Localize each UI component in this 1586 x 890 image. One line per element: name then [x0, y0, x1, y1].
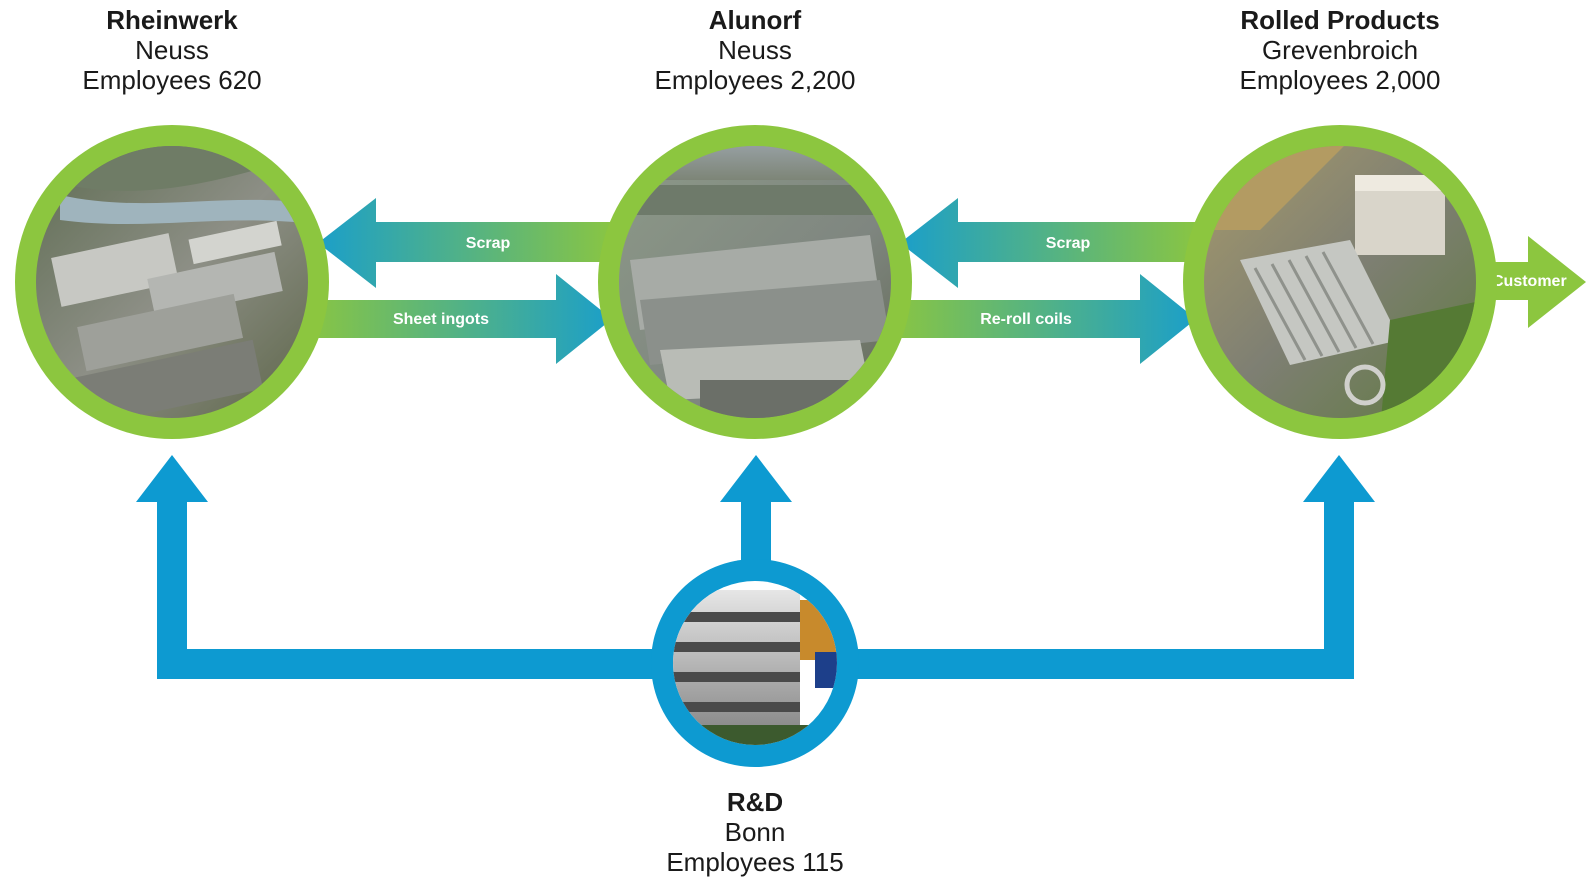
site-name: Alunorf: [708, 5, 802, 35]
site-employees: Employees 115: [666, 847, 844, 877]
site-city: Bonn: [724, 817, 786, 847]
reroll-coils-label: Re-roll coils: [980, 311, 1072, 328]
site-employees: Employees 2,200: [654, 65, 856, 95]
customer-arrow: Customer: [1480, 236, 1586, 328]
sheet-ingots-label: Sheet ingots: [393, 311, 489, 328]
rheinwerk-label: Rheinwerk Neuss Employees 620: [62, 5, 282, 95]
site-city: Neuss: [718, 35, 792, 65]
scrap-label-1: Scrap: [466, 235, 511, 252]
site-city: Grevenbroich: [1261, 35, 1419, 65]
site-employees: Employees 2,000: [1239, 65, 1441, 95]
site-city: Neuss: [135, 35, 209, 65]
rheinwerk-node: [15, 125, 329, 439]
site-name: Rheinwerk: [106, 5, 238, 35]
office-building-photo-icon: [673, 581, 837, 745]
scrap-arrow-1: Scrap: [318, 198, 620, 288]
rnd-label: R&D Bonn Employees 115: [645, 787, 865, 877]
aerial-plant-photo-icon: [1204, 146, 1476, 418]
sheet-ingots-arrow: Sheet ingots: [300, 274, 612, 364]
site-employees: Employees 620: [82, 65, 262, 95]
site-name: R&D: [726, 787, 784, 817]
alunorf-node: [598, 125, 912, 439]
rnd-node: [651, 559, 859, 767]
scrap-arrow-2: Scrap: [900, 198, 1205, 288]
site-name: Rolled Products: [1240, 5, 1440, 35]
customer-label: Customer: [1492, 273, 1567, 290]
rolled-products-node: [1183, 125, 1497, 439]
rolled-products-label: Rolled Products Grevenbroich Employees 2…: [1210, 5, 1470, 95]
reroll-coils-arrow: Re-roll coils: [885, 274, 1196, 364]
scrap-label-2: Scrap: [1046, 235, 1091, 252]
alunorf-label: Alunorf Neuss Employees 2,200: [645, 5, 865, 95]
